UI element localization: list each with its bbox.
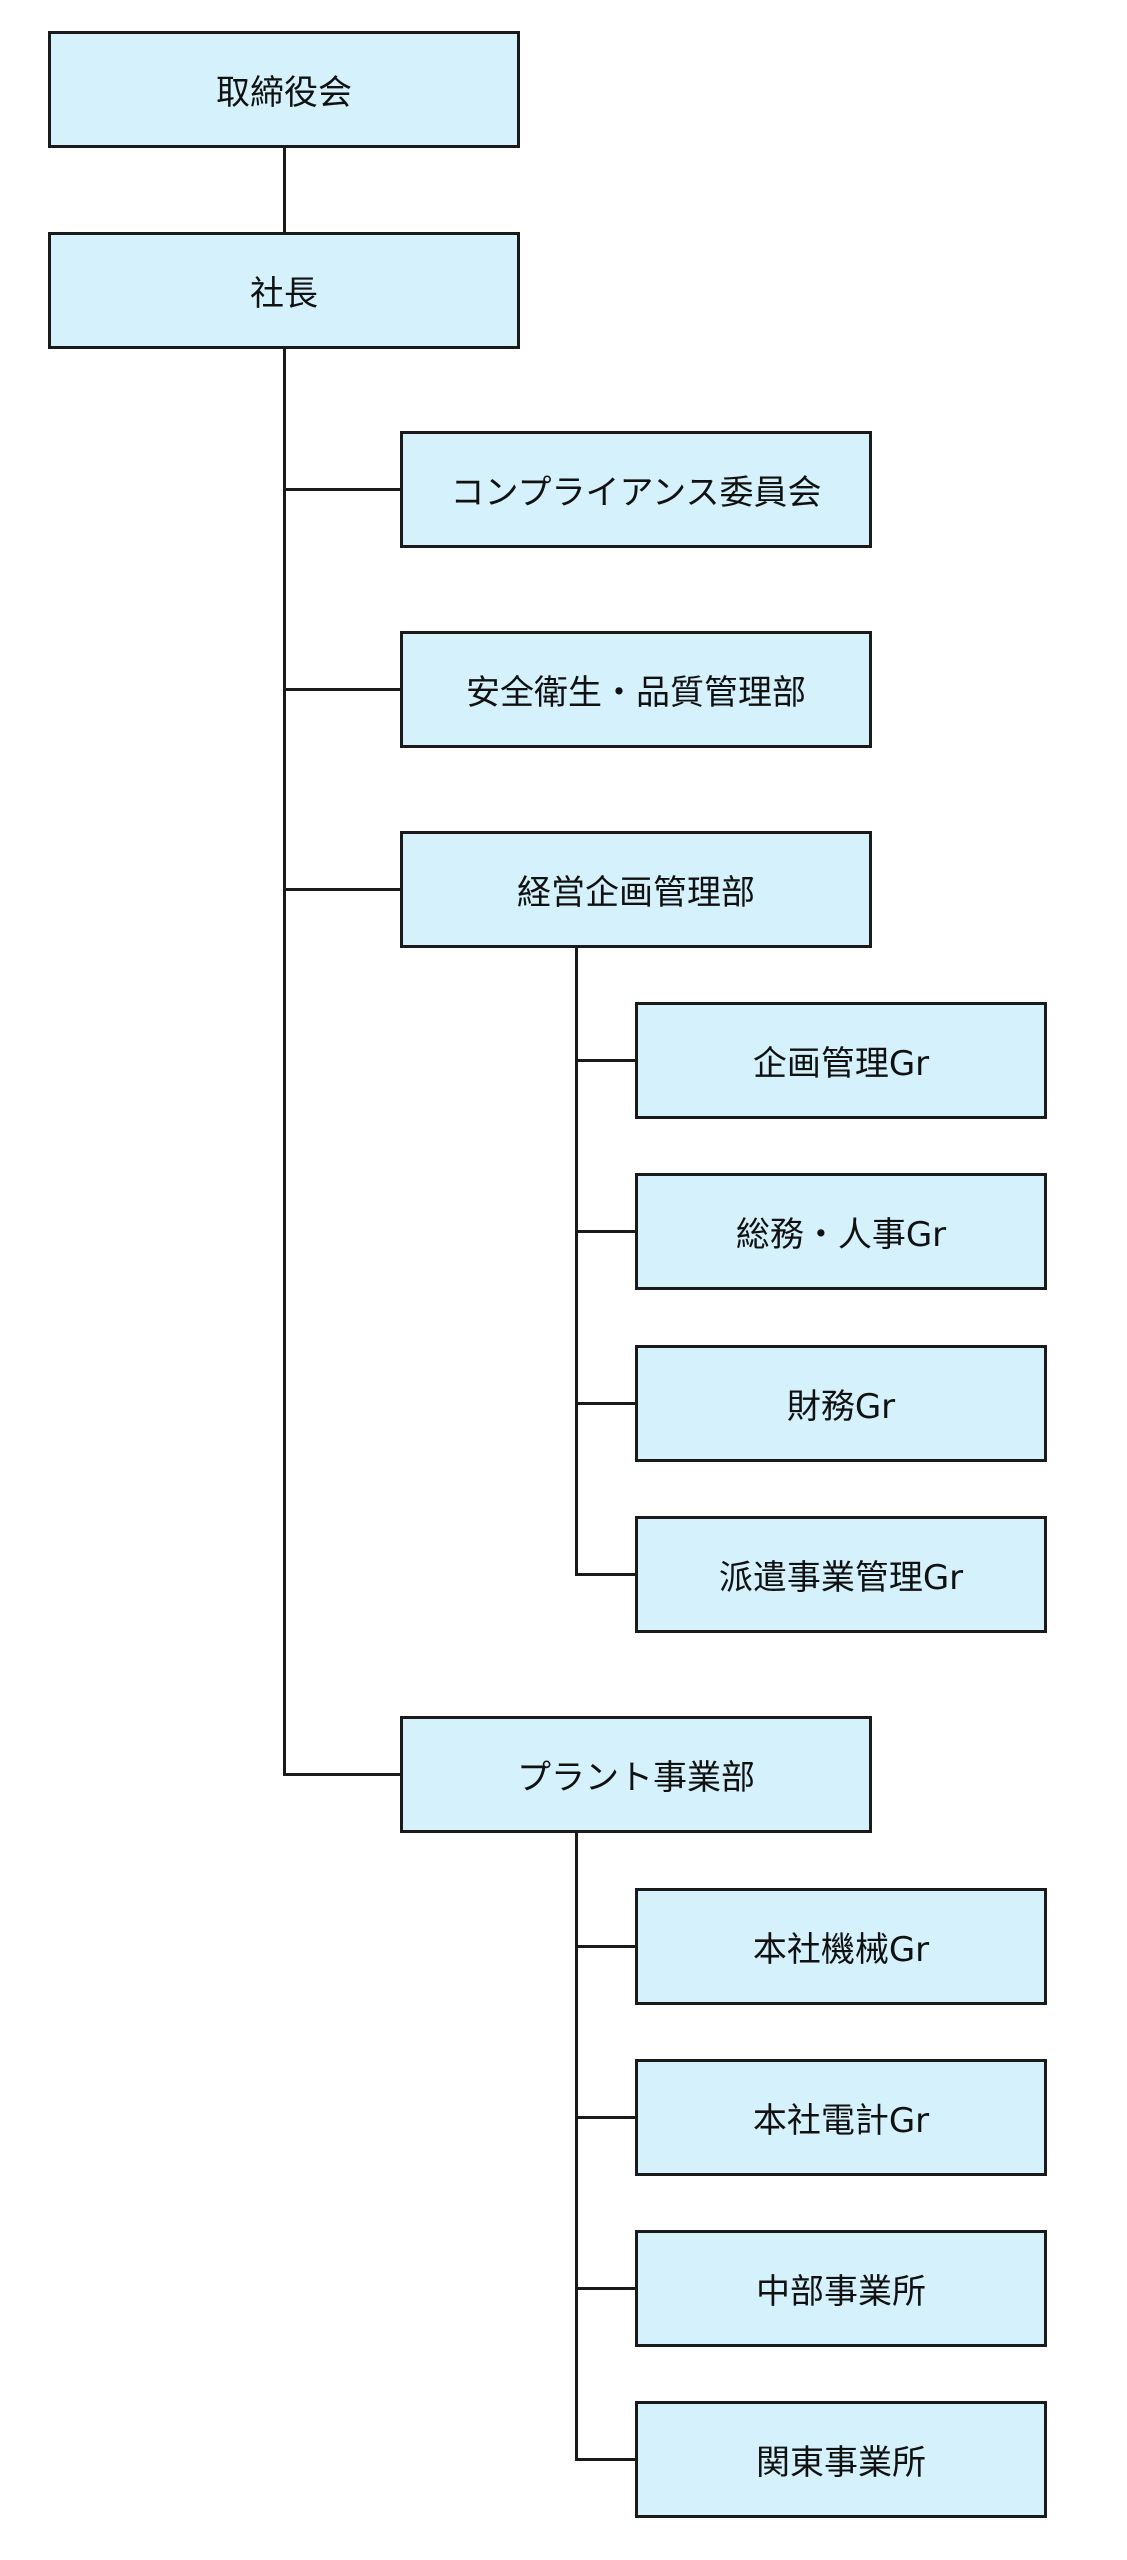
node-label: 本社機械Gr [752, 1930, 930, 1970]
node-dispatch-group: 派遣事業管理Gr [635, 1516, 1047, 1633]
connector-finance-gr [575, 1402, 635, 1405]
node-hq-mechanical-group: 本社機械Gr [635, 1888, 1047, 2005]
connector-hq-mech-gr [575, 1945, 635, 1948]
node-label: 安全衛生・品質管理部 [466, 673, 806, 713]
node-plant-dept: プラント事業部 [400, 1716, 872, 1833]
connector-planning-dept [283, 888, 400, 891]
connector-compliance [283, 488, 400, 491]
node-planning-dept: 経営企画管理部 [400, 831, 872, 948]
node-hq-electrical-group: 本社電計Gr [635, 2059, 1047, 2176]
node-label: 派遣事業管理Gr [718, 1558, 964, 1598]
connector-safety-quality [283, 688, 400, 691]
node-label: 本社電計Gr [752, 2101, 930, 2141]
node-ga-hr-group: 総務・人事Gr [635, 1173, 1047, 1290]
node-label: 財務Gr [786, 1387, 896, 1427]
node-compliance-committee: コンプライアンス委員会 [400, 431, 872, 548]
connector-planning-trunk [575, 948, 578, 1574]
connector-ga-hr-gr [575, 1230, 635, 1233]
node-chubu-office: 中部事業所 [635, 2230, 1047, 2347]
node-label: 取締役会 [216, 73, 352, 113]
node-label: プラント事業部 [517, 1758, 755, 1798]
node-safety-quality-dept: 安全衛生・品質管理部 [400, 631, 872, 748]
node-board-of-directors: 取締役会 [48, 31, 520, 148]
node-label: 関東事業所 [756, 2443, 926, 2483]
node-finance-group: 財務Gr [635, 1345, 1047, 1462]
connector-plant-trunk [575, 1833, 578, 2459]
connector-plant-dept [283, 1773, 400, 1776]
node-label: 企画管理Gr [752, 1044, 930, 1084]
node-label: 経営企画管理部 [517, 873, 755, 913]
node-president: 社長 [48, 232, 520, 349]
connector-president-trunk [283, 349, 286, 1775]
connector-chubu-office [575, 2287, 635, 2290]
connector-plan-gr [575, 1059, 635, 1062]
node-label: 社長 [250, 274, 318, 314]
node-label: 総務・人事Gr [735, 1215, 947, 1255]
node-label: 中部事業所 [756, 2272, 926, 2312]
node-kanto-office: 関東事業所 [635, 2401, 1047, 2518]
node-label: コンプライアンス委員会 [450, 473, 822, 513]
connector-board-president [283, 148, 286, 232]
node-plan-group: 企画管理Gr [635, 1002, 1047, 1119]
connector-hq-elec-gr [575, 2116, 635, 2119]
connector-kanto-office [575, 2458, 635, 2461]
connector-dispatch-gr [575, 1573, 635, 1576]
